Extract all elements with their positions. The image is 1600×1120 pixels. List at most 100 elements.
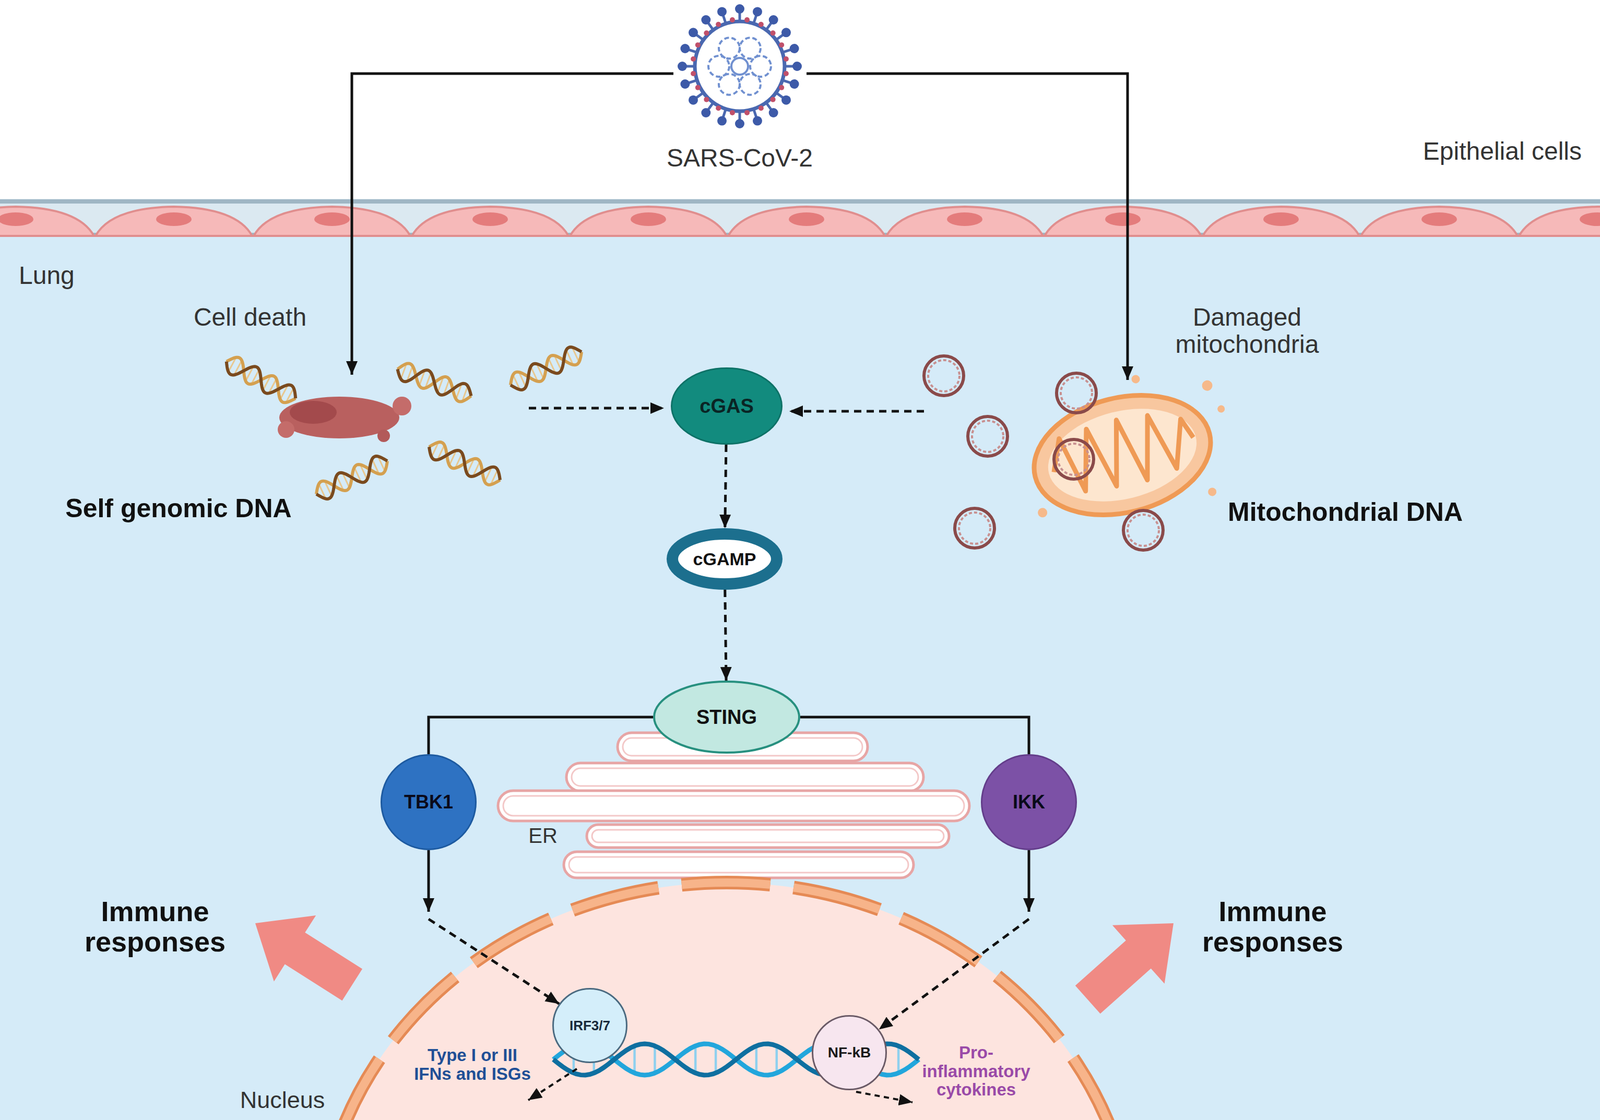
- endoplasmic-reticulum: [498, 732, 970, 879]
- cell-debris: [277, 421, 295, 438]
- signal-connector: [428, 850, 560, 1004]
- signal-line: [427, 850, 431, 912]
- virus-particle: [752, 116, 763, 126]
- virus-particle: [789, 43, 800, 54]
- node-outline: [654, 681, 800, 753]
- virus-particle: [768, 15, 779, 25]
- signal-line: [725, 589, 727, 681]
- diagram-label: Pro-inflammatory cytokines: [913, 1043, 1039, 1100]
- endoplasmic-reticulum: [566, 763, 924, 792]
- dna-fragment: [506, 343, 586, 394]
- signal-line: [428, 717, 654, 755]
- virus-particle: [781, 95, 791, 105]
- epithelial-cells: [156, 212, 192, 227]
- sensing-arrow: [789, 410, 924, 413]
- virus-particle: [680, 43, 690, 54]
- virus-particle: [729, 110, 736, 116]
- virus-particle: [731, 57, 749, 75]
- endoplasmic-reticulum: [563, 851, 914, 879]
- virus-particle: [688, 95, 698, 105]
- virus-particle: [781, 27, 791, 38]
- dna-fragment: [424, 438, 504, 489]
- node-label: STING: [696, 706, 757, 729]
- virus-particle: [680, 79, 690, 89]
- node-label: IKK: [1012, 791, 1046, 814]
- nuclear-dna: [633, 1046, 636, 1074]
- dna-fragment: [312, 452, 391, 503]
- epithelium-band: [0, 198, 1600, 237]
- virus-particle: [770, 97, 776, 103]
- virus-particle: [703, 97, 709, 103]
- epithelial-cells: [728, 206, 885, 236]
- mitochondrion: [1130, 374, 1141, 385]
- mitochondrial-dna: [923, 356, 964, 396]
- signal-connector: [800, 717, 1029, 755]
- virus-particle: [695, 42, 701, 48]
- epithelial-cells: [1579, 212, 1600, 227]
- mitochondrion: [1206, 487, 1217, 497]
- nuclear-dna: [653, 1046, 657, 1074]
- signal-connector: [725, 589, 727, 681]
- virus-particle: [735, 119, 745, 129]
- dna-fragment: [506, 343, 586, 394]
- pathway-node: STING: [653, 680, 801, 754]
- cell-debris: [377, 429, 390, 443]
- diagram-label: Self genomic DNA: [65, 494, 292, 523]
- virus-particle: [778, 85, 785, 91]
- virus-particle: [752, 6, 763, 17]
- nuclear-dna: [897, 1046, 900, 1074]
- signal-line: [800, 717, 1029, 755]
- endoplasmic-reticulum: [503, 796, 965, 816]
- mitochondrion: [1038, 394, 1207, 516]
- virus-particle: [768, 108, 779, 118]
- diagram-label: Lung: [18, 262, 75, 290]
- dna-fragment: [312, 452, 391, 503]
- virus-particle: [694, 21, 785, 112]
- diagram-label: ER: [528, 824, 558, 848]
- cell-debris: [289, 400, 337, 424]
- virus-particle: [690, 70, 696, 77]
- nuclear-dna: [694, 1046, 697, 1074]
- endoplasmic-reticulum: [569, 857, 909, 873]
- mitochondrion: [1200, 379, 1214, 393]
- pathway-node: IRF3/7: [552, 988, 628, 1064]
- mitochondrial-dna: [1060, 377, 1093, 409]
- endoplasmic-reticulum: [498, 790, 970, 822]
- infection-arrow: [806, 73, 1128, 381]
- virus-particle: [744, 17, 750, 23]
- sensing-arrow: [528, 407, 665, 410]
- virus-particle: [717, 6, 727, 17]
- virus-particle: [690, 56, 696, 62]
- band-line: [0, 199, 1600, 204]
- virus-particle: [770, 30, 776, 36]
- dna-fragment: [394, 360, 474, 405]
- virus-particle: [735, 4, 745, 14]
- dna-fragment: [312, 452, 391, 503]
- node-outline: [812, 1016, 887, 1090]
- mitochondrial-dna: [1058, 443, 1090, 476]
- epithelial-cells: [946, 212, 983, 227]
- response-arrow: [1061, 894, 1200, 1029]
- mitochondrial-dna: [1056, 373, 1097, 413]
- dna-fragment: [221, 343, 586, 503]
- virus-particle: [729, 17, 736, 23]
- endoplasmic-reticulum: [571, 768, 919, 787]
- virus-particle: [695, 85, 701, 91]
- epithelial-cells: [1263, 212, 1299, 227]
- node-outline: [553, 989, 627, 1063]
- epithelial-cells: [1421, 212, 1457, 227]
- infection-arrow: [351, 73, 674, 375]
- virus-particle: [715, 21, 721, 28]
- mitochondrial-dna: [923, 356, 1164, 551]
- virus-particle: [744, 110, 750, 116]
- signal-line: [879, 919, 1029, 1030]
- node-label: TBK1: [404, 791, 454, 814]
- nucleus: [318, 882, 1135, 1120]
- virus-particle: [701, 15, 711, 25]
- mitochondrion: [1045, 403, 1201, 502]
- virus-particle: [703, 30, 709, 36]
- node-label: IRF3/7: [569, 1017, 611, 1035]
- dna-fragment: [221, 353, 300, 407]
- epithelial-cells: [314, 212, 350, 227]
